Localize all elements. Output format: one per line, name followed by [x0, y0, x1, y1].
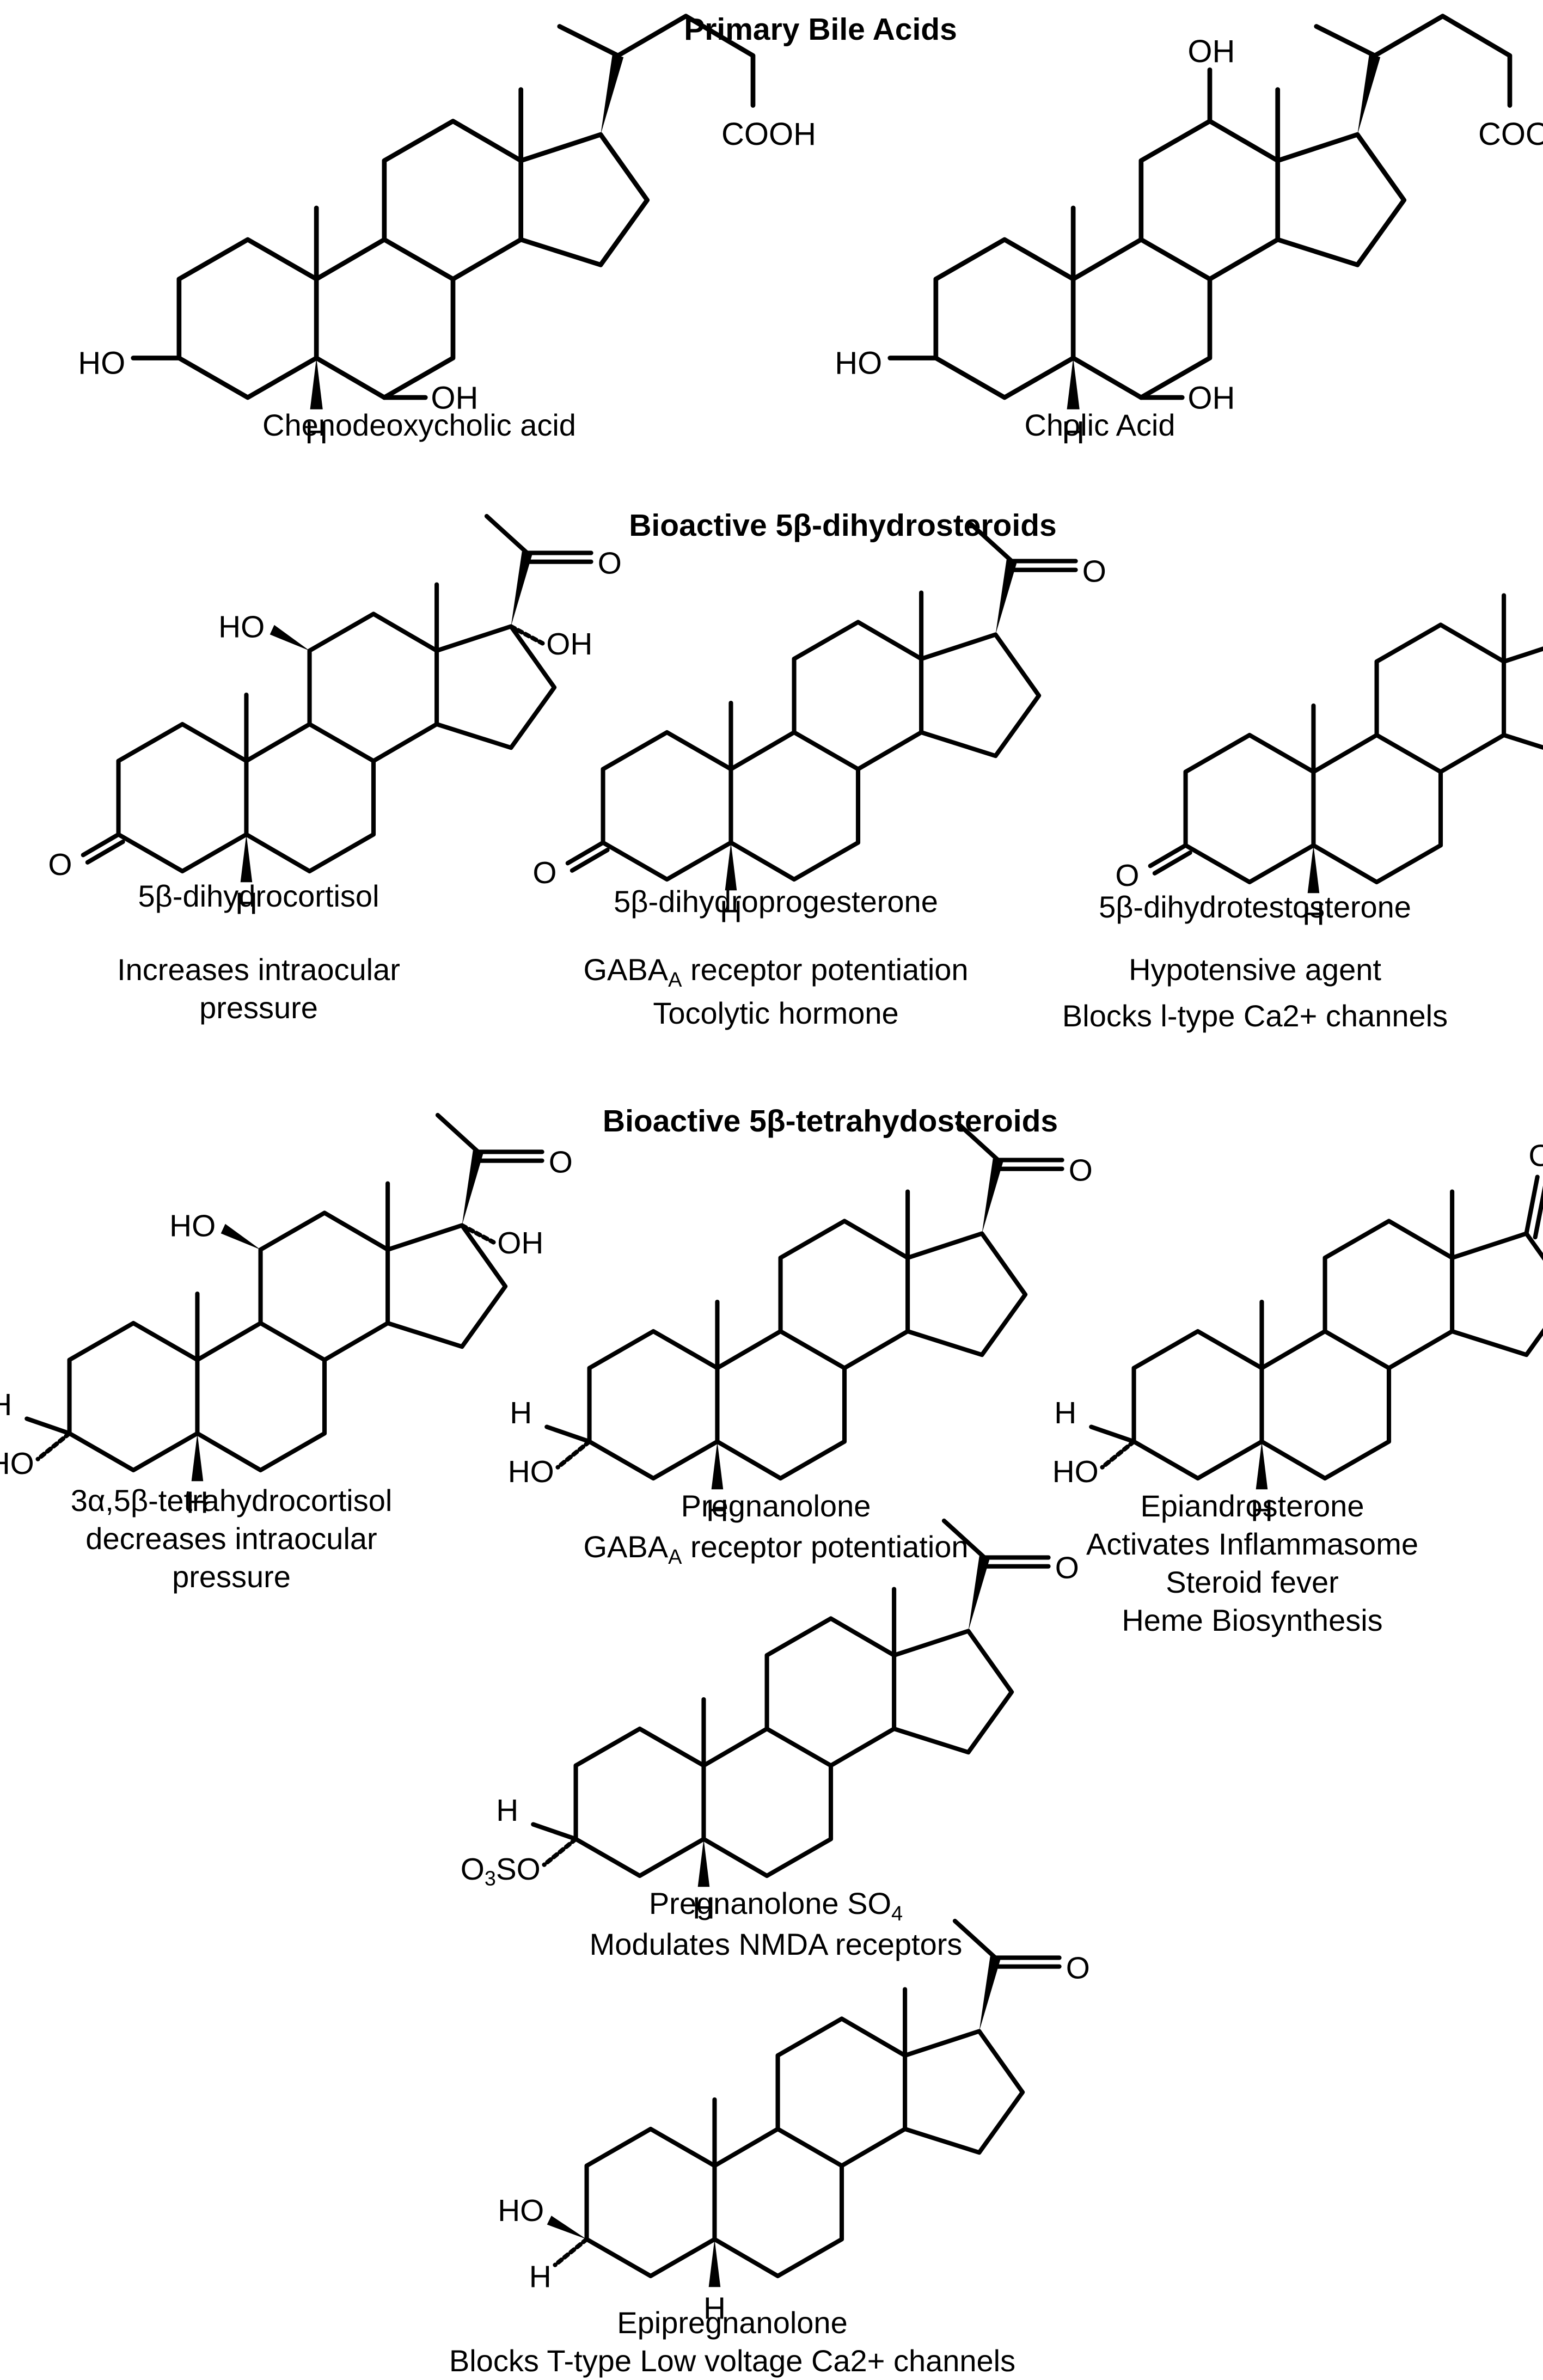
svg-text:O: O [549, 1145, 573, 1179]
label-5b-dihydrotestosterone: 5β-dihydrotestosterone [1099, 890, 1411, 924]
section-title-tetrahydrosteroids: Bioactive 5β-tetrahydosteroids [603, 1104, 1058, 1139]
svg-text:H: H [1251, 1494, 1273, 1528]
svg-text:H: H [693, 1891, 715, 1925]
label-epipregnanolone: Epipregnanolone [617, 2305, 847, 2340]
desc-epiandrosterone-1: Activates Inflammasome [1086, 1527, 1418, 1561]
svg-text:HO: HO [1052, 1455, 1099, 1489]
structure-epiandrosterone: H HO H O [1052, 1139, 1543, 1528]
svg-text:OH: OH [497, 1226, 543, 1261]
svg-text:H: H [529, 2260, 552, 2294]
svg-text:HO: HO [0, 1447, 34, 1481]
label-pregnanolone: Pregnanolone [681, 1489, 871, 1523]
svg-text:OH: OH [546, 627, 592, 662]
structure-3a5b-tetrahydrocortisol: H HO H HO OH O [0, 1115, 573, 1520]
desc-pregnanolone-1: GABAA receptor potentiation [583, 1529, 968, 1569]
desc-5b-dihydrotestosterone-1: Hypotensive agent [1129, 952, 1381, 987]
svg-text:O: O [598, 546, 622, 580]
svg-text:O: O [1082, 554, 1106, 589]
structure-5b-dihydroprogesterone: O H O [532, 524, 1106, 929]
svg-text:O: O [532, 856, 556, 890]
label-5b-dihydrocortisol: 5β-dihydrocortisol [138, 879, 379, 913]
svg-text:O: O [1055, 1551, 1079, 1585]
structure-epipregnanolone: HO H H O [498, 1921, 1090, 2326]
label-5b-dihydroprogesterone: 5β-dihydroprogesterone [614, 884, 938, 919]
desc-5b-dihydroprogesterone-2: Tocolytic hormone [653, 996, 898, 1030]
svg-text:H: H [510, 1396, 532, 1430]
svg-text:COOH: COOH [721, 117, 816, 152]
svg-text:HO: HO [508, 1455, 554, 1489]
svg-text:H: H [1062, 415, 1085, 450]
svg-text:H: H [235, 886, 258, 921]
svg-text:H: H [0, 1388, 12, 1422]
label-pregnanolone-so4: Pregnanolone SO4 [649, 1886, 903, 1925]
desc-5b-dihydrocortisol-1: Increases intraocular [117, 952, 400, 987]
desc-epiandrosterone-3: Heme Biosynthesis [1122, 1603, 1382, 1637]
svg-text:OH: OH [1187, 380, 1235, 415]
svg-text:O: O [1069, 1153, 1093, 1188]
svg-text:H: H [706, 1494, 728, 1528]
svg-text:H: H [720, 895, 742, 929]
structure-pregnanolone: H HO H O [508, 1123, 1093, 1528]
label-cholic-acid: Cholic Acid [1024, 408, 1175, 442]
structure-chenodeoxycholic-acid: HO H OH COOH [78, 14, 816, 450]
svg-text:O: O [1115, 859, 1139, 893]
desc-pregnanolone-so4-1: Modulates NMDA receptors [590, 1927, 963, 1961]
desc-epipregnanolone-1: Blocks T-type Low voltage Ca2+ channels [449, 2344, 1015, 2378]
label-3a5b-tetrahydrocortisol: 3α,5β-tetrahydrocortisol [71, 1483, 393, 1518]
svg-text:H: H [186, 1485, 209, 1520]
label-chenodeoxycholic-acid: Chenodeoxycholic acid [262, 408, 576, 442]
svg-text:OH: OH [431, 380, 478, 415]
desc-5b-dihydrotestosterone-2: Blocks l-type Ca2+ channels [1062, 999, 1448, 1033]
desc-epiandrosterone-2: Steroid fever [1166, 1565, 1339, 1599]
svg-text:COOH: COOH [1478, 117, 1543, 152]
svg-text:O: O [1066, 1951, 1090, 1985]
desc-tetrahydrocortisol-2: pressure [172, 1559, 291, 1594]
svg-text:H: H [703, 2291, 726, 2326]
desc-5b-dihydroprogesterone-1: GABAA receptor potentiation [583, 952, 968, 992]
svg-text:H: H [496, 1794, 518, 1828]
svg-text:H: H [1302, 897, 1325, 932]
structure-pregnanolone-so4: H O3SO H O [461, 1521, 1079, 1925]
svg-text:H: H [1054, 1396, 1076, 1430]
svg-text:HO: HO [218, 610, 265, 645]
svg-text:OH: OH [1187, 34, 1235, 69]
svg-text:HO: HO [498, 2194, 544, 2228]
desc-5b-dihydrocortisol-2: pressure [199, 990, 318, 1025]
section-title-dihydrosteroids: Bioactive 5β-dihydrosteroids [629, 508, 1056, 543]
svg-text:O3SO: O3SO [461, 1852, 541, 1890]
svg-text:O: O [48, 848, 72, 882]
structure-cholic-acid: HO H OH OH COOH [835, 14, 1543, 450]
desc-tetrahydrocortisol-1: decreases intraocular [85, 1521, 377, 1556]
structure-5b-dihydrocortisol: O H HO OH O [48, 516, 622, 921]
svg-text:HO: HO [78, 346, 125, 381]
svg-text:O: O [1529, 1139, 1543, 1173]
svg-text:HO: HO [169, 1209, 216, 1244]
svg-text:H: H [305, 415, 328, 450]
label-epiandrosterone: Epiandrosterone [1141, 1489, 1364, 1523]
structure-5b-dihydrotestosterone: O H OH [1115, 550, 1543, 932]
svg-text:HO: HO [835, 346, 882, 381]
